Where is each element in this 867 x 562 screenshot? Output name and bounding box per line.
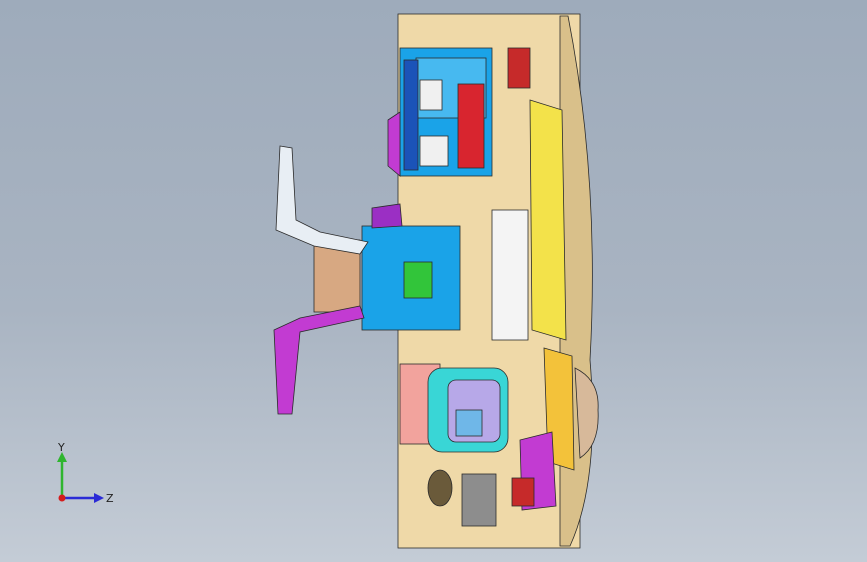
- lower-red-block: [511, 477, 535, 507]
- upper-handle[interactable]: [275, 145, 369, 255]
- y-axis-label: Y: [57, 441, 65, 454]
- lower-oval-port: [427, 469, 453, 507]
- lower-rect-port: [461, 473, 497, 527]
- upper-white-insert-1: [419, 79, 443, 111]
- yellow-frame: [529, 99, 567, 341]
- upper-red-block: [457, 83, 485, 169]
- tan-side-block: [574, 367, 599, 459]
- upper-magenta-bracket: [387, 111, 401, 177]
- coordinate-triad: Y Z: [57, 441, 114, 505]
- upper-white-insert-2: [419, 135, 449, 167]
- middle-magenta-cap: [371, 203, 403, 229]
- z-axis-label: Z: [106, 492, 114, 505]
- lower-handle[interactable]: [273, 305, 365, 415]
- x-axis-dot-icon: [58, 494, 66, 502]
- upper-dark-block: [403, 59, 419, 171]
- middle-green-insert: [403, 261, 433, 299]
- y-axis-arrow-icon: [57, 452, 67, 462]
- white-slide: [491, 209, 529, 341]
- lower-blue-core: [455, 409, 483, 437]
- mold-assembly[interactable]: [273, 13, 599, 549]
- z-axis-arrow-icon: [94, 493, 104, 503]
- top-red-element: [507, 47, 531, 89]
